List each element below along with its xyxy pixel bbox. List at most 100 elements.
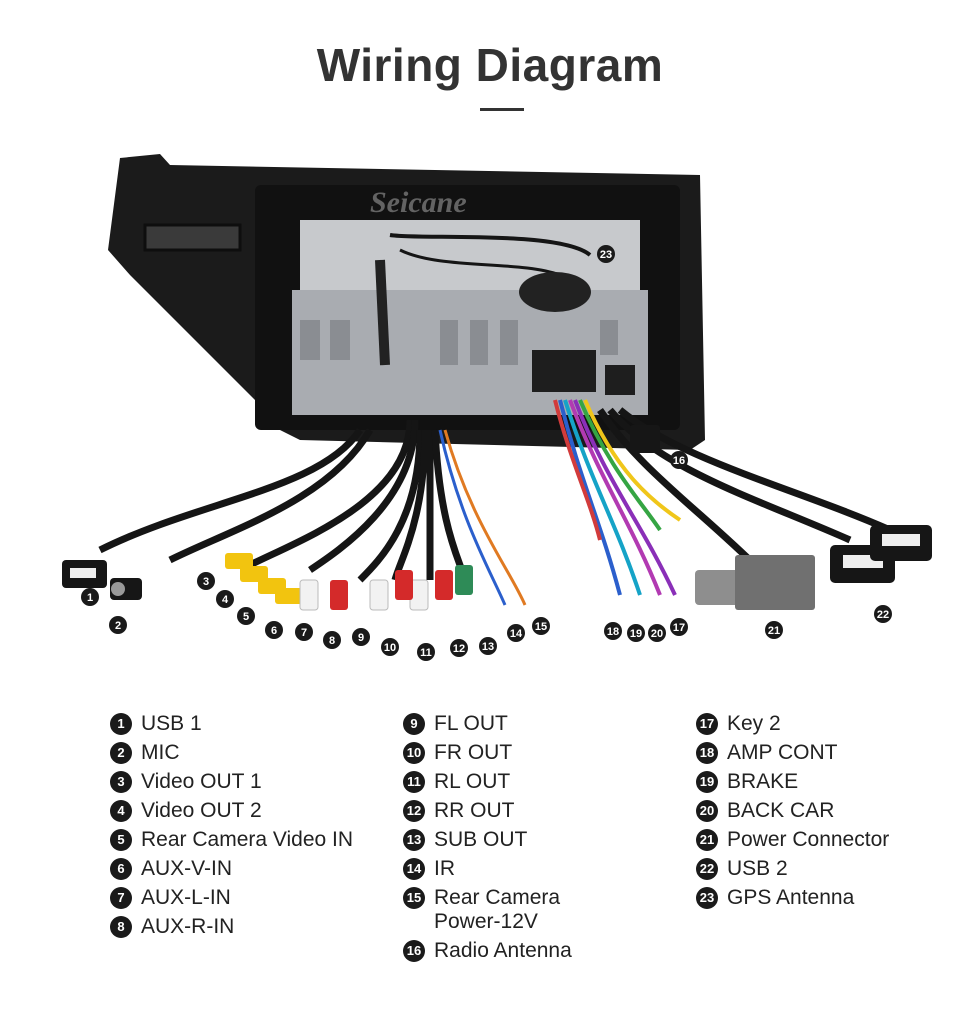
marker-6: 6	[265, 621, 283, 639]
marker-number: 9	[358, 632, 364, 644]
legend-label: MIC	[141, 741, 180, 764]
marker-circle	[627, 624, 645, 642]
marker-number: 13	[482, 641, 494, 653]
marker-2: 2	[109, 616, 127, 634]
gps-antenna	[375, 233, 592, 366]
page-title: Wiring Diagram	[316, 39, 664, 91]
marker-circle	[352, 628, 370, 646]
rca-plugs	[225, 553, 473, 611]
power-connector	[695, 555, 815, 610]
legend-label: Rear Camera Video IN	[141, 828, 354, 851]
legend-label: Power Connector	[727, 828, 890, 851]
marker-19: 19	[627, 624, 645, 642]
marker-7: 7	[295, 623, 313, 641]
mic-jack	[110, 578, 142, 600]
marker-number: 3	[203, 576, 209, 588]
marker-circle	[450, 639, 468, 657]
legend-label: USB 2	[727, 857, 788, 880]
marker-4: 4	[216, 590, 234, 608]
legend-item: 3 Video OUT 1	[110, 770, 353, 794]
marker-number: 2	[115, 620, 121, 632]
legend-number: 6	[110, 858, 132, 880]
legend-label: FL OUT	[434, 712, 508, 735]
marker-circle	[237, 607, 255, 625]
legend-number: 21	[696, 829, 718, 851]
marker-number: 11	[420, 647, 432, 659]
marker-17: 17	[670, 618, 688, 636]
marker-11: 11	[417, 643, 435, 661]
marker-12: 12	[450, 639, 468, 657]
marker-number: 21	[768, 625, 780, 637]
legend-number: 7	[110, 887, 132, 909]
legend-item: 4 Video OUT 2	[110, 799, 353, 823]
marker-number: 12	[453, 643, 465, 655]
legend-label: IR	[434, 857, 455, 880]
marker-1: 1	[81, 588, 99, 606]
marker-number: 17	[673, 622, 685, 634]
marker-13: 13	[479, 637, 497, 655]
head-unit-photo: Seicane	[62, 154, 932, 661]
legend-label: USB 1	[141, 712, 202, 735]
legend-number: 23	[696, 887, 718, 909]
legend-label: BRAKE	[727, 770, 799, 793]
right-harness	[553, 399, 682, 596]
legend-label: GPS Antenna	[727, 886, 855, 909]
thin-wires-left	[438, 429, 527, 606]
legend-label: FR OUT	[434, 741, 513, 764]
legend-item: 1 USB 1	[110, 712, 353, 736]
marker-15: 15	[532, 617, 550, 635]
marker-number: 7	[301, 627, 307, 639]
usb-2-connectors	[830, 525, 932, 583]
marker-9: 9	[352, 628, 370, 646]
title-underline	[480, 108, 524, 111]
marker-circle	[295, 623, 313, 641]
marker-number: 8	[329, 635, 335, 647]
marker-20: 20	[648, 624, 666, 642]
marker-10: 10	[381, 638, 399, 656]
marker-8: 8	[323, 631, 341, 649]
marker-circle	[109, 616, 127, 634]
legend-number: 17	[696, 713, 718, 735]
marker-18: 18	[604, 622, 622, 640]
legend-number: 1	[110, 713, 132, 735]
marker-circle	[597, 245, 615, 263]
legend-number: 4	[110, 800, 132, 822]
marker-22: 22	[874, 605, 892, 623]
marker-circle	[216, 590, 234, 608]
watermark: Seicane	[370, 186, 467, 219]
marker-number: 14	[510, 628, 523, 640]
marker-circle	[265, 621, 283, 639]
legend-number: 10	[403, 742, 425, 764]
marker-number: 23	[600, 249, 612, 261]
legend-number: 8	[110, 916, 132, 938]
marker-circle	[670, 451, 688, 469]
marker-circle	[670, 618, 688, 636]
legend-number: 20	[696, 800, 718, 822]
legend-number: 5	[110, 829, 132, 851]
legend-label: Video OUT 2	[141, 799, 262, 822]
marker-number: 18	[607, 626, 619, 638]
legend-item: 21 Power Connector	[696, 828, 889, 852]
legend-number: 15	[403, 887, 425, 909]
legend-number: 3	[110, 771, 132, 793]
legend-label: RL OUT	[434, 770, 511, 793]
legend-number: 18	[696, 742, 718, 764]
usb-1-connector	[62, 560, 107, 588]
legend-label: Video OUT 1	[141, 770, 262, 793]
marker-23: 23	[597, 245, 615, 263]
